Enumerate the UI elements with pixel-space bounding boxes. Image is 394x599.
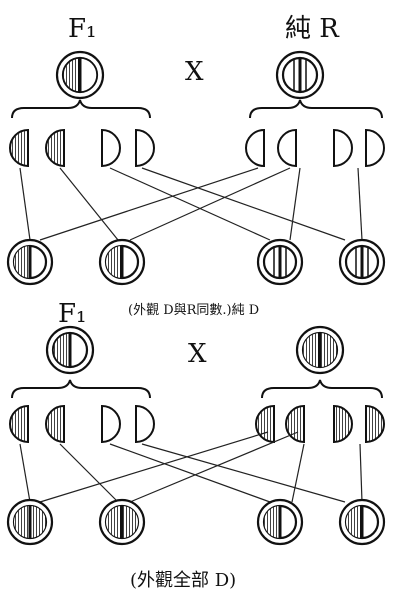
gametes-top-left [10, 130, 154, 166]
bottom-caption: (外觀全部 D) [130, 570, 236, 591]
gametes-bottom-left [10, 406, 154, 442]
parent-f1-top [57, 52, 103, 98]
parent-f1-bottom [47, 327, 93, 373]
parent-pure-d [297, 327, 343, 373]
offspring-bottom-1 [8, 500, 52, 544]
middle-caption: (外觀 D與R同數.)純 D [128, 303, 259, 318]
cross-lines-top [20, 168, 362, 240]
cross-lines-bottom [20, 432, 362, 502]
parent-pure-r [277, 52, 323, 98]
brace-top-left [12, 100, 150, 118]
pure-r-label: 純 R [285, 14, 340, 44]
offspring-bottom [8, 500, 384, 544]
gametes-bottom-right [256, 406, 384, 442]
offspring-top-4 [340, 240, 384, 284]
f1-top-label: F₁ [68, 14, 96, 44]
offspring-bottom-4 [340, 500, 384, 544]
offspring-bottom-2 [100, 500, 144, 544]
gametes-top-right [246, 130, 384, 166]
cross-symbol-bottom: X [188, 339, 207, 369]
offspring-top [8, 240, 384, 284]
brace-bottom-right [262, 380, 382, 398]
offspring-top-1 [8, 240, 52, 284]
brace-top-right [250, 100, 382, 118]
offspring-bottom-3 [258, 500, 302, 544]
offspring-top-2 [100, 240, 144, 284]
offspring-top-3 [258, 240, 302, 284]
brace-bottom-left [12, 380, 150, 398]
cross-symbol-top: X [185, 57, 204, 87]
f1-bottom-label: F₁ [58, 299, 86, 329]
